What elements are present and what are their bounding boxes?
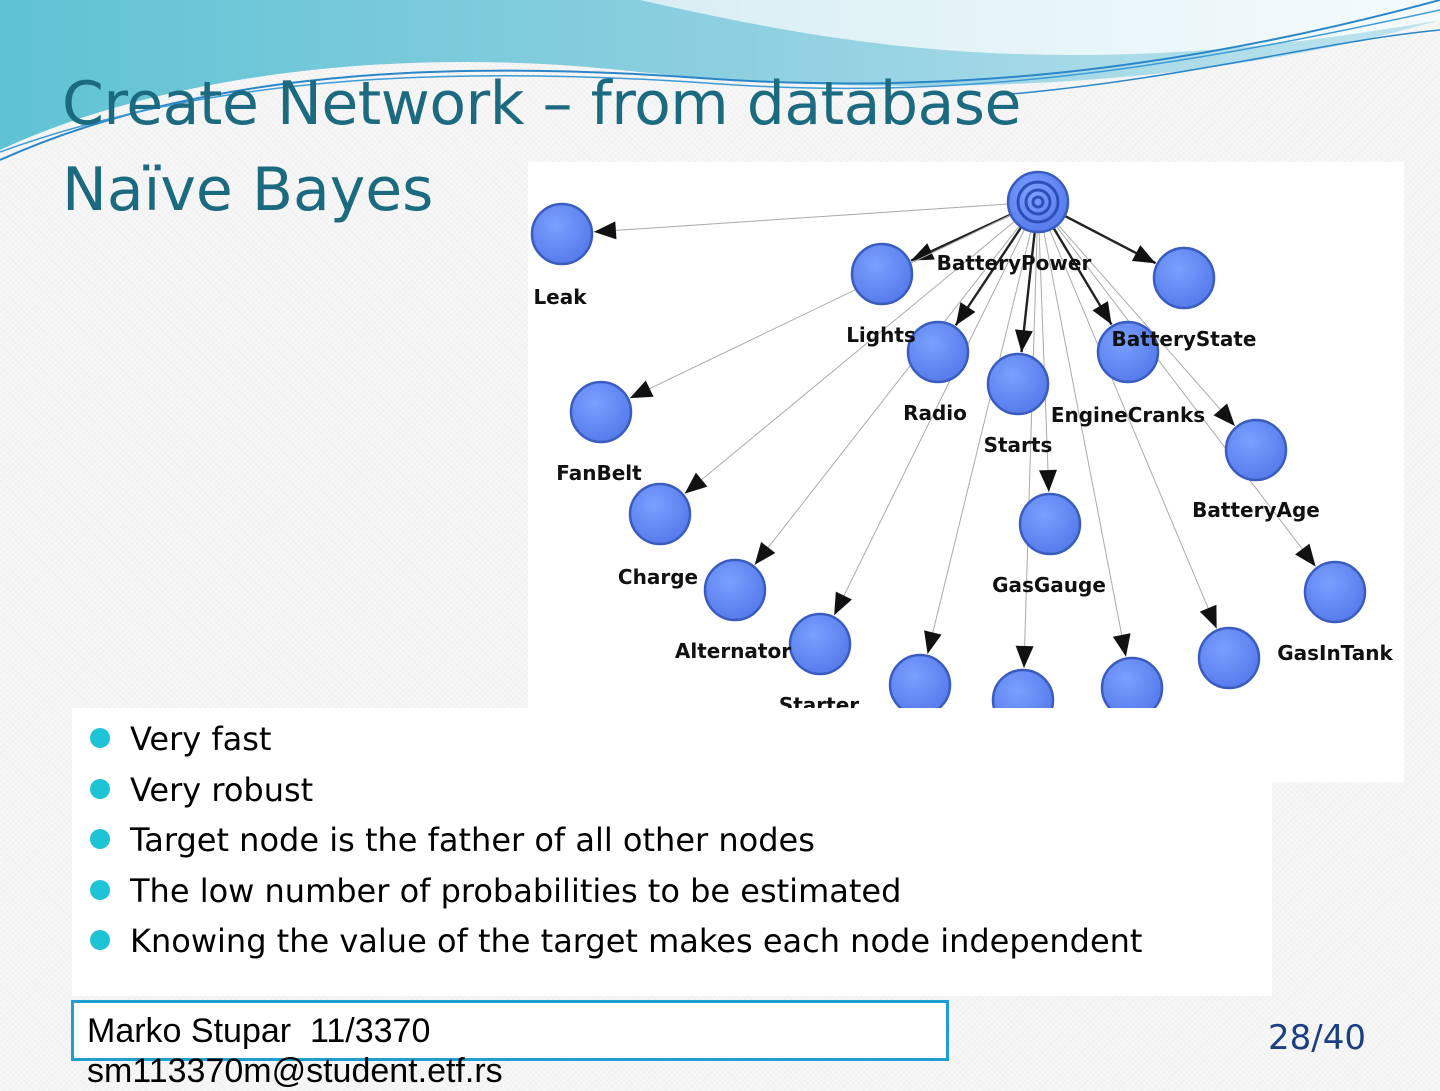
- bullet-item: Knowing the value of the target makes ea…: [90, 922, 1142, 973]
- edge-gasintank: [1055, 225, 1317, 567]
- node-label-batteryage: BatteryAge: [1192, 498, 1320, 522]
- node-starts[interactable]: [986, 352, 1050, 416]
- arrowhead-fanbelt: [629, 380, 654, 399]
- node-label-lights: Lights: [846, 323, 916, 347]
- node-label-batterypower: BatteryPower: [937, 251, 1092, 275]
- node-label-alternator: Alternator: [675, 639, 791, 663]
- bullet-item: Very fast: [90, 720, 1142, 771]
- author-name: Marko Stupar 11/3370: [87, 1012, 431, 1050]
- node-alternator[interactable]: [703, 558, 767, 622]
- arrowhead-starts: [1014, 329, 1033, 353]
- bullet-dot-icon: [90, 778, 110, 799]
- bullet-item: Target node is the father of all other n…: [90, 821, 1142, 872]
- node-label-leak: Leak: [533, 285, 587, 309]
- arrowhead-batterystate: [1131, 245, 1156, 264]
- bullet-item: The low number of probabilities to be es…: [90, 872, 1142, 923]
- edge-starter: [833, 228, 1026, 616]
- header-wave-decoration: [0, 0, 1440, 161]
- node-charge[interactable]: [628, 482, 692, 546]
- node-label-radio: Radio: [903, 401, 967, 425]
- author-email: sm113370m@student.etf.rs: [87, 1052, 503, 1090]
- node-fanbelt[interactable]: [569, 380, 633, 444]
- bullet-text: The low number of probabilities to be es…: [130, 871, 902, 910]
- node-label-starts: Starts: [984, 433, 1053, 457]
- node-batterystate[interactable]: [1152, 246, 1216, 310]
- edge-leak2: [1049, 229, 1218, 629]
- node-radio[interactable]: [906, 320, 970, 384]
- target-node-ring-icon: [1031, 195, 1045, 209]
- edge-batteryage: [1057, 224, 1236, 427]
- node-label-charge: Charge: [618, 565, 698, 589]
- slide-title: Create Network – from database: [62, 69, 1021, 139]
- bullet-dot-icon: [90, 930, 110, 950]
- node-fuelpump[interactable]: [888, 653, 952, 717]
- bullet-text: Very robust: [130, 770, 314, 809]
- target-node-ring-icon: [1024, 188, 1052, 216]
- edge-alternator: [754, 225, 1020, 566]
- bullet-list: Very fast Very robust Target node is the…: [90, 720, 1142, 973]
- edge-gasgauge: [1038, 231, 1050, 493]
- bullet-text: Target node is the father of all other n…: [130, 821, 815, 859]
- node-gasintank[interactable]: [1303, 560, 1367, 624]
- node-batteryage[interactable]: [1224, 418, 1288, 482]
- arrowhead-charge: [684, 472, 708, 494]
- node-label-fanbelt: FanBelt: [556, 461, 642, 485]
- node-leak[interactable]: [530, 202, 594, 266]
- arrowhead-gasintank: [1295, 543, 1316, 567]
- edge-leak: [593, 203, 1009, 233]
- arrowhead-sparkplugs: [1112, 633, 1131, 657]
- arrowhead-starter: [834, 591, 852, 616]
- bullet-item: Very robust: [90, 771, 1142, 822]
- arrowhead-leak: [593, 221, 617, 240]
- edge-sparkplugs: [1043, 231, 1127, 657]
- arrowhead-batteryage: [1213, 403, 1235, 426]
- bullet-list-panel: Very fast Very robust Target node is the…: [72, 708, 1272, 996]
- node-label-batterystate: BatteryState: [1112, 327, 1257, 351]
- arrowhead-alternator: [754, 541, 776, 565]
- node-lights[interactable]: [850, 242, 914, 306]
- bullet-text: Knowing the value of the target makes ea…: [130, 922, 1143, 960]
- node-leak2[interactable]: [1197, 626, 1261, 690]
- target-node-ring-icon: [1016, 180, 1060, 224]
- page-number: 28/40: [1268, 1018, 1366, 1058]
- arrowhead-radio: [955, 302, 976, 326]
- bullet-dot-icon: [90, 829, 110, 849]
- arrowhead-fuelpump: [924, 630, 942, 654]
- edge-distributor: [1023, 231, 1038, 669]
- bullet-dot-icon: [90, 728, 110, 748]
- edge-fanbelt: [629, 214, 1012, 399]
- arrowhead-lights: [911, 243, 935, 261]
- node-gasgauge[interactable]: [1018, 492, 1082, 556]
- node-starter[interactable]: [788, 612, 852, 676]
- node-label-gasgauge: GasGauge: [992, 573, 1106, 597]
- node-label-gasintank: GasInTank: [1277, 641, 1393, 665]
- bullet-text: Very fast: [130, 720, 272, 758]
- author-box: [71, 1000, 949, 1061]
- node-enginecranks[interactable]: [1096, 320, 1160, 384]
- edge-charge: [684, 220, 1016, 495]
- arrowhead-leak2: [1199, 604, 1217, 629]
- edge-fuelpump: [927, 231, 1032, 655]
- arrowhead-distributor: [1015, 645, 1034, 669]
- slide-subtitle: Naïve Bayes: [62, 155, 434, 225]
- node-label-enginecranks: EngineCranks: [1051, 403, 1205, 427]
- arrowhead-gasgauge: [1038, 469, 1057, 493]
- bullet-dot-icon: [90, 879, 110, 900]
- arrowhead-enginecranks: [1092, 301, 1112, 325]
